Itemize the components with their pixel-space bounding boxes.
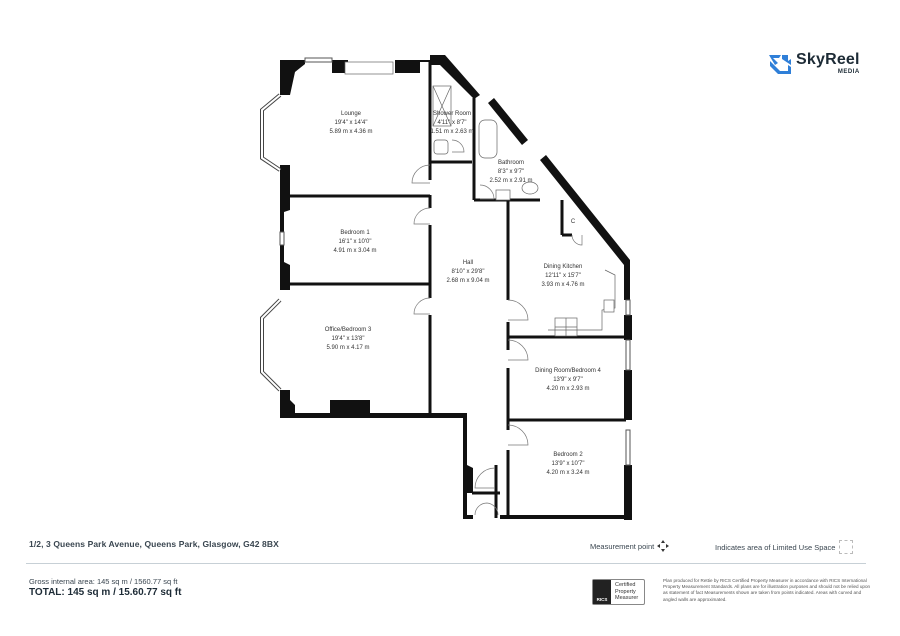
rics-line-2: Property (615, 588, 636, 595)
room-imperial: 8'3" x 9'7" (497, 169, 525, 175)
room-name: Bedroom 1 (340, 230, 370, 236)
legend-measurement-point: Measurement point (590, 540, 670, 552)
room-imperial: 16'1" x 10'0" (338, 239, 372, 245)
disclaimer-text: Plan produced for Rettie by RICS Certifi… (663, 578, 871, 602)
outer-walls (280, 55, 632, 520)
room-name: Dining Kitchen (543, 264, 583, 270)
room-imperial: 8'10" x 29'8" (451, 269, 485, 275)
room-metric: 2.68 m x 9.04 m (446, 278, 490, 284)
room-metric: 4.91 m x 3.04 m (333, 248, 377, 254)
room-hall: Hall 8'10" x 29'8" 2.68 m x 9.04 m (443, 259, 493, 286)
room-imperial: 13'9" x 10'7" (551, 461, 585, 467)
skyreel-logo-icon (769, 55, 791, 74)
limited-use-swatch-icon (839, 540, 854, 554)
room-bedroom-2: Bedroom 2 13'9" x 10'7" 4.20 m x 3.24 m (533, 451, 603, 478)
room-name: Dining Room/Bedroom 4 (535, 368, 601, 374)
rics-logo-icon: RICS (593, 580, 611, 604)
rics-line-3: Measurer (615, 595, 639, 601)
room-dining-kitchen: Dining Kitchen 12'11" x 15'7" 3.93 m x 4… (533, 263, 593, 290)
room-office-bedroom-3: Office/Bedroom 3 19'4" x 13'8" 5.90 m x … (313, 326, 383, 353)
windows (260, 57, 631, 466)
brand-sub: MEDIA (837, 69, 860, 75)
room-metric: 4.20 m x 3.24 m (546, 470, 590, 476)
measurement-point-icon (657, 540, 670, 552)
rics-certified-badge: RICS Certified Property Measurer (592, 579, 646, 605)
limited-use-label: Indicates area of Limited Use Space (715, 542, 836, 552)
brand-logo: SkyReel MEDIA (768, 52, 860, 76)
room-bedroom-1: Bedroom 1 16'1" x 10'0" 4.91 m x 3.04 m (320, 229, 390, 256)
room-metric: 4.20 m x 2.93 m (546, 386, 590, 392)
room-imperial: 12'11" x 15'7" (545, 273, 581, 279)
room-name: Office/Bedroom 3 (324, 327, 372, 333)
property-address: 1/2, 3 Queens Park Avenue, Queens Park, … (29, 539, 279, 549)
room-name: Bedroom 2 (553, 452, 583, 458)
room-imperial: 19'4" x 13'8" (331, 336, 365, 342)
room-name: Bathroom (497, 160, 524, 166)
room-imperial: 19'4" x 14'4" (334, 120, 368, 126)
room-bathroom: Bathroom 8'3" x 9'7" 2.52 m x 2.91 m (486, 159, 536, 186)
room-metric: 1.51 m x 2.63 m (430, 129, 474, 135)
room-metric: 3.93 m x 4.76 m (541, 282, 585, 288)
legend-limited-use-space: Indicates area of Limited Use Space (715, 540, 854, 554)
room-metric: 5.90 m x 4.17 m (326, 345, 370, 351)
room-name: Shower Room (432, 111, 471, 117)
cupboard-label: C (570, 219, 576, 225)
room-shower-room: Shower Room 4'11" x 8'7" 1.51 m x 2.63 m (430, 110, 474, 137)
room-metric: 2.52 m x 2.91 m (489, 178, 533, 184)
room-metric: 5.89 m x 4.36 m (329, 129, 373, 135)
footer-divider (26, 563, 866, 564)
total-area: TOTAL: 145 sq m / 15.60.77 sq ft (29, 587, 182, 598)
fixtures (344, 61, 616, 337)
rics-line-1: Certified (615, 582, 636, 588)
measurement-point-label: Measurement point (590, 541, 655, 551)
gross-internal-area: Gross internal area: 145 sq m / 1560.77 … (29, 577, 178, 586)
doors (411, 139, 583, 516)
room-imperial: 4'11" x 8'7" (437, 120, 467, 126)
brand-name: SkyReel (796, 51, 860, 68)
interior-walls (290, 62, 626, 518)
rics-badge-text: RICS (596, 597, 608, 602)
room-lounge: Lounge 19'4" x 14'4" 5.89 m x 4.36 m (316, 110, 386, 137)
room-imperial: 13'9" x 9'7" (553, 377, 583, 383)
room-dining-room-bedroom-4: Dining Room/Bedroom 4 13'9" x 9'7" 4.20 … (528, 367, 608, 394)
floor-plan (260, 55, 632, 520)
room-name: Lounge (340, 111, 362, 117)
room-name: Hall (462, 260, 474, 266)
